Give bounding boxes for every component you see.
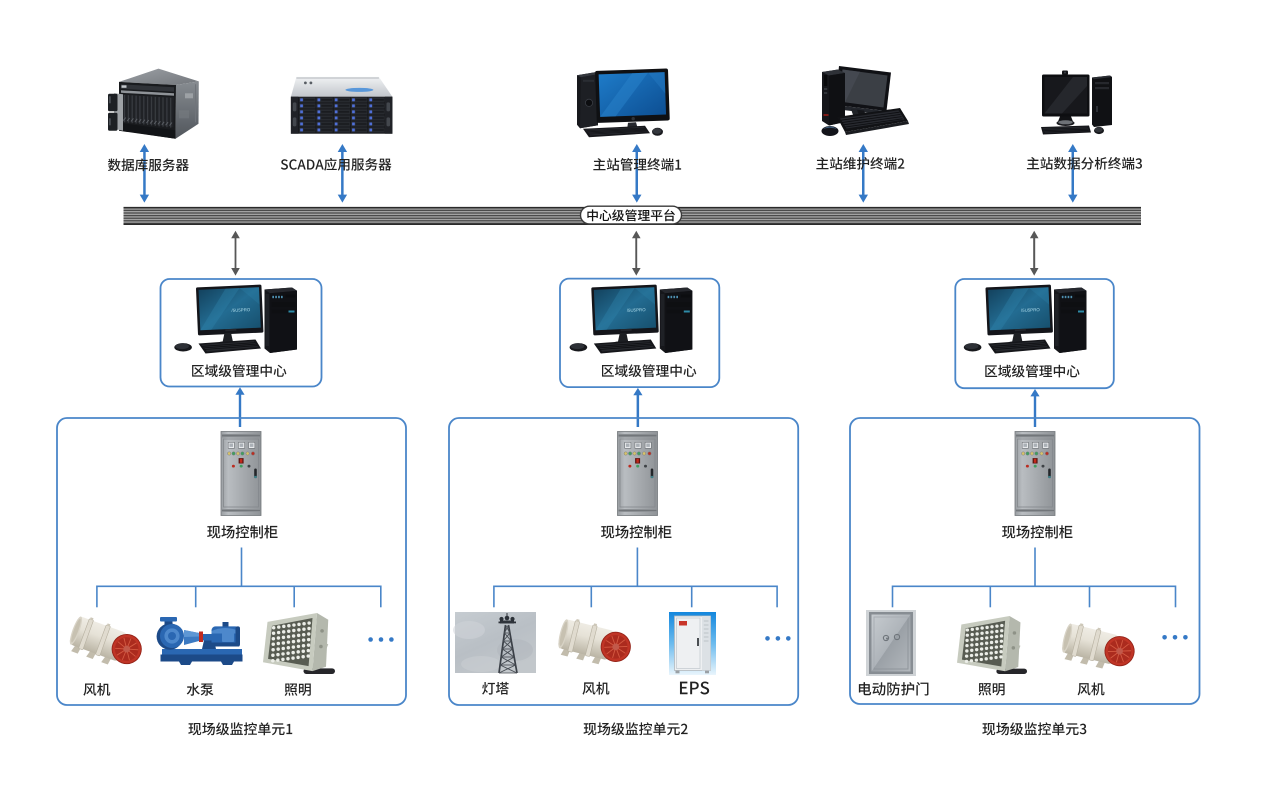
svg-text:/5U5PRO: /5U5PRO (231, 307, 251, 313)
svg-text:/5U5PRO: /5U5PRO (1021, 307, 1041, 313)
svg-text:/5U5PRO: /5U5PRO (627, 307, 647, 313)
